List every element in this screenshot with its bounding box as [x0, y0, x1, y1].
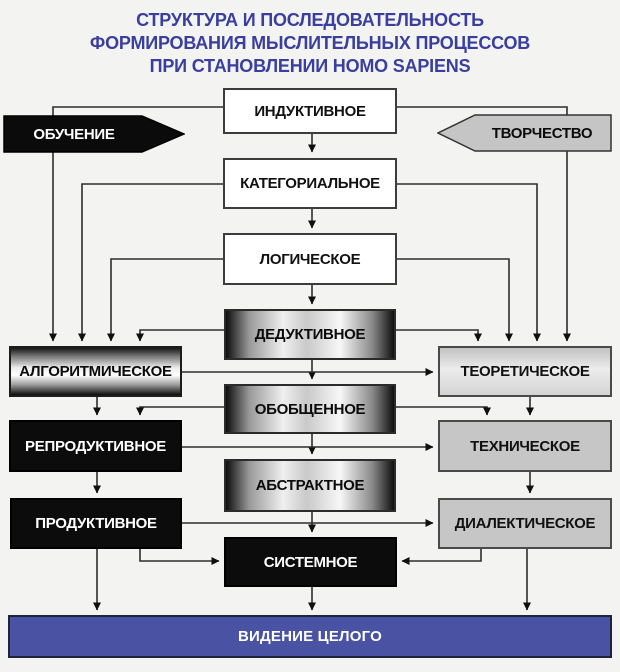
arrow-categorial-to-theoretical — [397, 183, 541, 342]
node-deductive: ДЕДУКТИВНОЕ — [224, 309, 396, 360]
arrow-logical-to-theoretical — [397, 258, 513, 342]
node-categorial: КАТЕГОРИАЛЬНОЕ — [223, 158, 397, 209]
node-logical: ЛОГИЧЕСКОЕ — [223, 233, 397, 285]
title-line-1: СТРУКТУРА И ПОСЛЕДОВАТЕЛЬНОСТЬ — [136, 10, 484, 30]
diagram-title: СТРУКТУРА И ПОСЛЕДОВАТЕЛЬНОСТЬ ФОРМИРОВА… — [0, 9, 620, 78]
arrow-deductive-to-algorithmic — [136, 329, 224, 342]
node-dialectical: ДИАЛЕКТИЧЕСКОЕ — [438, 498, 612, 549]
arrow-deductive-to-theoretical — [396, 329, 482, 342]
node-theoretical: ТЕОРЕТИЧЕСКОЕ — [438, 346, 612, 397]
arrow-logical-to-algorithmic — [107, 258, 223, 342]
training-label: ОБУЧЕНИЕ — [33, 125, 115, 143]
training-arrow-shape: ОБУЧЕНИЕ — [3, 115, 186, 153]
left-pointing-arrow-icon — [436, 114, 612, 152]
vision-banner: ВИДЕНИЕ ЦЕЛОГО — [8, 615, 612, 658]
node-reproductive: РЕПРОДУКТИВНОЕ — [9, 420, 182, 472]
arrow-inductive-to-theoretical — [397, 106, 571, 342]
title-line-3: ПРИ СТАНОВЛЕНИИ HOMO SAPIENS — [149, 56, 471, 76]
creativity-arrow-shape: ТВОРЧЕСТВО — [436, 114, 612, 152]
node-abstract: АБСТРАКТНОЕ — [224, 459, 396, 512]
node-productive: ПРОДУКТИВНОЕ — [10, 498, 182, 549]
right-pointing-arrow-icon — [3, 115, 186, 153]
title-line-2: ФОРМИРОВАНИЯ МЫСЛИТЕЛЬНЫХ ПРОЦЕССОВ — [89, 33, 531, 53]
creativity-label: ТВОРЧЕСТВО — [491, 124, 593, 142]
arrow-categorial-to-algorithmic — [78, 183, 223, 342]
node-generalized: ОБОБЩЕННОЕ — [224, 384, 396, 434]
arrow-generalized-to-technical — [396, 406, 491, 416]
node-inductive: ИНДУКТИВНОЕ — [223, 88, 397, 134]
node-algorithmic: АЛГОРИТМИЧЕСКОЕ — [9, 346, 182, 397]
arrow-generalized-to-reproductive — [136, 406, 224, 416]
arrow-dialectical-to-systemic — [401, 549, 482, 565]
arrow-productive-to-systemic — [139, 549, 220, 565]
node-systemic: СИСТЕМНОЕ — [224, 537, 397, 587]
node-technical: ТЕХНИЧЕСКОЕ — [438, 420, 612, 472]
arrow-inductive-to-algorithmic — [49, 106, 223, 342]
